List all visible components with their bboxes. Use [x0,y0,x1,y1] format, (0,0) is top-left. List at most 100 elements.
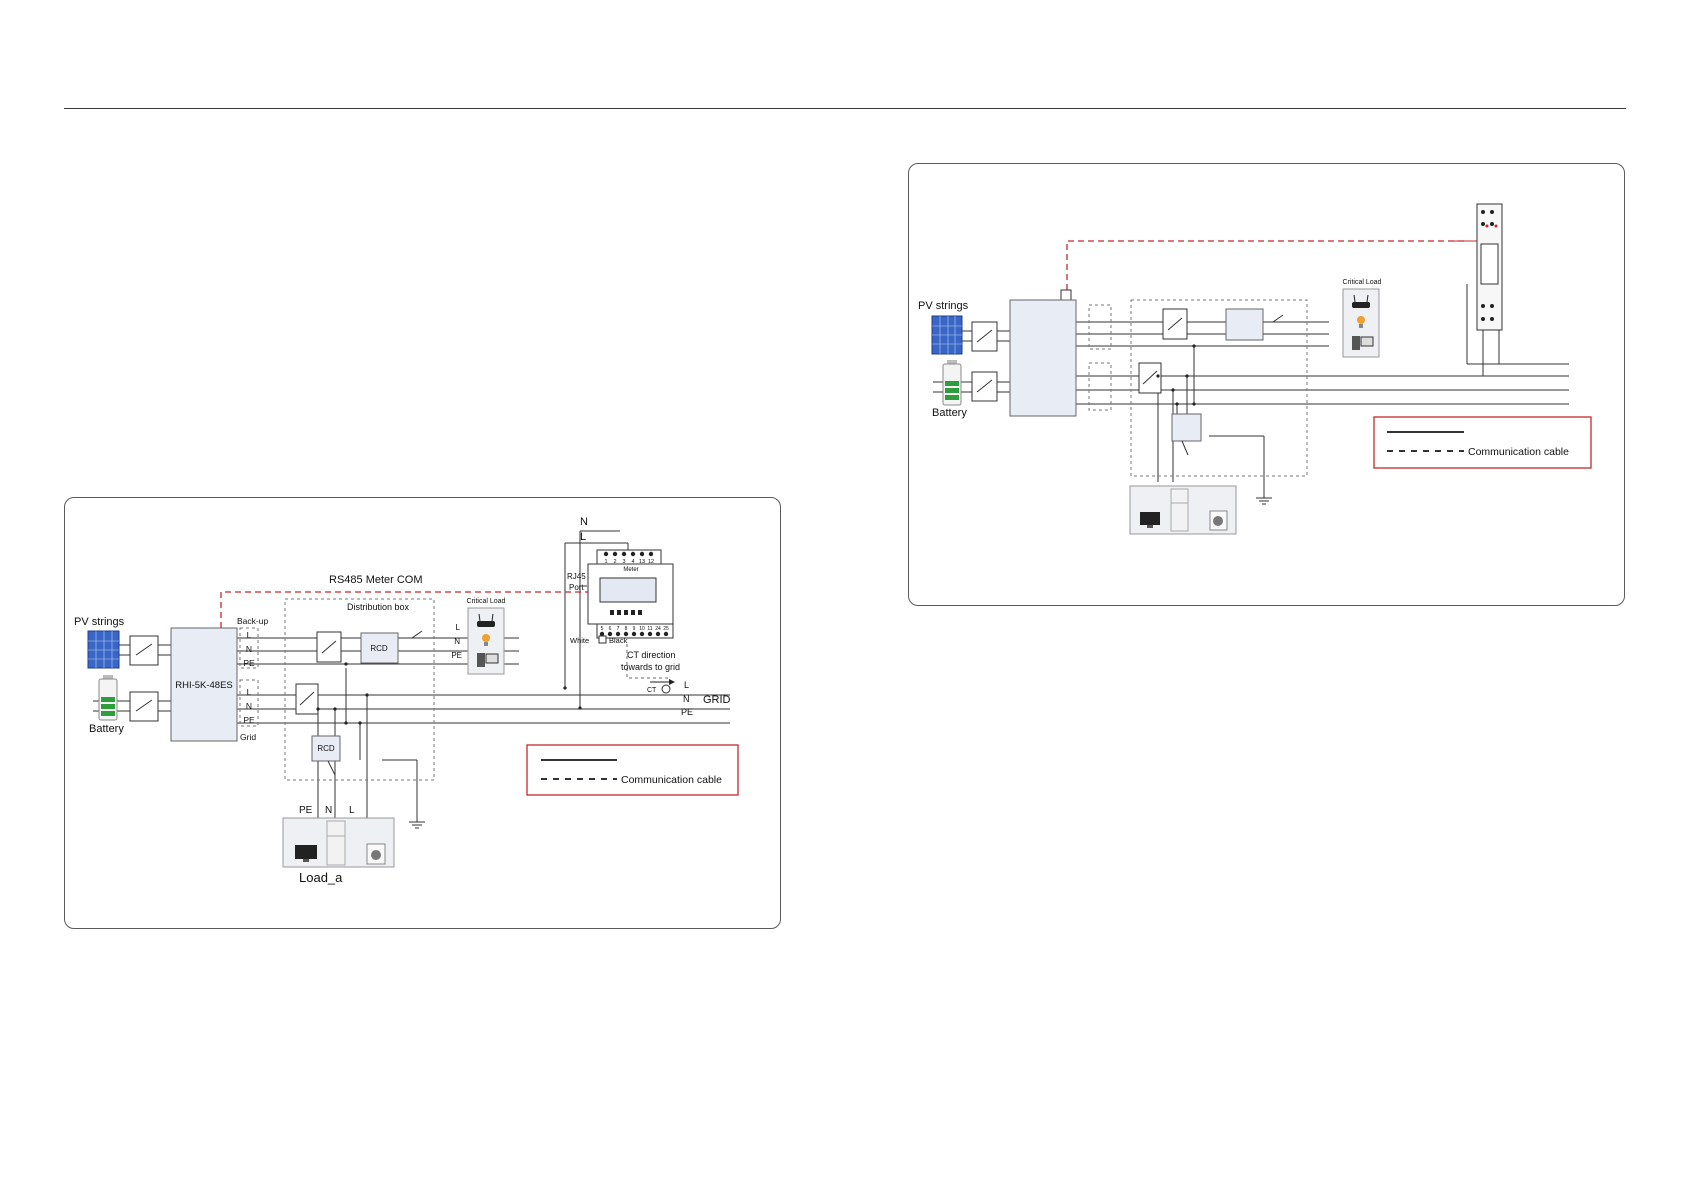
critical-load-label: Critical Load [467,598,506,605]
rj45-label-line2: Port [569,583,584,592]
meter-terminal: 10 [639,626,645,632]
backup-label: Back-up [237,616,268,626]
switch-icon [129,635,159,666]
battery-label: Battery [89,723,124,735]
meter-terminal: 25 [663,626,669,632]
switch-icon [295,683,319,715]
meter-terminal: 8 [625,626,628,632]
rcd-label: RCD [370,644,388,653]
meter-terminal: 5 [601,626,604,632]
meter-terminal: 7 [617,626,620,632]
wiring-diagram-right: PV strings Battery Critical Loa [908,163,1625,606]
meter-terminal: 12 [648,559,654,565]
switch-icon [971,321,998,352]
switch-icon [316,631,342,663]
meter-terminal: 9 [633,626,636,632]
load-l-label: L [349,805,355,816]
pv-strings-label: PV strings [74,616,125,628]
grid-l-label: L [247,687,252,697]
ct-direction-line1: CT direction [627,650,675,660]
meter-terminal: 4 [631,559,634,565]
grid-port-label: Grid [240,732,256,742]
rcd-box [1225,308,1264,341]
wiring-diagram-right-svg: PV strings Battery Critical Loa [918,203,1592,535]
rs485-meter-com-label: RS485 Meter COM [329,574,423,586]
switch-icon [1162,308,1188,340]
solar-panel-icon [87,630,120,669]
battery-label: Battery [932,407,967,419]
load-n-label: N [325,805,332,816]
legend: Communication cable [1373,416,1592,469]
page-header-rule [64,108,1626,109]
legend-comm-label: Communication cable [621,774,722,786]
inverter-box [170,627,238,742]
white-wire-label: White [570,636,589,645]
grid-side-n-label: N [683,694,690,704]
battery-icon [98,675,118,721]
rcd-box [360,632,399,664]
meter-terminal: 1 [604,559,607,565]
black-wire-label: Black [609,636,628,645]
wiring-diagram-left: Distribution box PV strings Battery RHI-… [64,497,781,929]
rcd-load-box [311,735,341,762]
ct-direction-line2: towards to grid [621,662,680,672]
ground-icon [1256,492,1272,505]
top-n-label: N [580,516,588,528]
meter-terminal: 6 [609,626,612,632]
inverter-box [1009,299,1077,417]
meter-terminal: 24 [655,626,661,632]
meter-terminals-bottom: 5 6 7 8 9 10 11 24 25 [601,626,669,632]
washing-machine-icon [366,843,386,865]
fridge-icon [326,820,346,866]
switch-icon [129,691,159,722]
top-l-label: L [580,531,586,543]
switch-icon [1138,362,1162,394]
backup-pe-label: PE [243,658,255,668]
rcd-load-label: RCD [317,744,335,753]
legend: Communication cable [526,744,739,796]
load-a-label: Load_a [299,870,343,885]
load-pe-label: PE [299,805,313,816]
ground-icon [409,816,425,829]
wiring-diagram-left-svg: Distribution box PV strings Battery RHI-… [74,516,739,885]
backup-l-label: L [247,630,252,640]
meter-icon [1476,203,1503,331]
meter-terminal: 13 [639,559,645,565]
meter-icon [587,549,674,639]
ct-label: CT [647,687,657,694]
rcd-load-box [1171,413,1202,442]
tv-icon [295,845,317,862]
rj45-label: RJ45 Port [567,572,588,592]
switch-icon [971,371,998,402]
computer-icon [1352,336,1374,350]
critical-n-label: N [454,637,460,646]
bulb-icon [1357,316,1365,328]
washing-machine-icon [1209,510,1228,531]
battery-icon [942,360,962,406]
critical-load-label: Critical Load [1343,279,1382,286]
meter-terminals-top: 1 2 3 4 13 12 [604,559,654,565]
grid-label: GRID [703,694,731,706]
grid-pe-label: PE [243,715,255,725]
distribution-box-label: Distribution box [347,602,410,612]
pv-strings-label: PV strings [918,300,969,312]
ct-direction-label: CT direction towards to grid [621,650,680,672]
computer-icon [477,653,499,667]
inverter-label: RHI-5K-48ES [175,680,233,691]
critical-l-label: L [456,623,461,632]
fridge-icon [1170,488,1189,532]
solar-panel-icon [931,315,963,355]
critical-pe-label: PE [451,651,462,660]
rj45-label-line1: RJ45 [567,572,586,581]
bulb-icon [482,634,490,646]
legend-comm-label: Communication cable [1468,446,1569,458]
router-icon [1352,294,1370,308]
grid-side-l-label: L [684,680,689,690]
meter-label: Meter [623,567,638,573]
router-icon [477,613,495,627]
meter-terminal: 3 [622,559,625,565]
tv-icon [1140,512,1160,528]
meter-terminal: 2 [613,559,616,565]
meter-terminal: 11 [647,626,652,632]
grid-n-label: N [246,701,252,711]
